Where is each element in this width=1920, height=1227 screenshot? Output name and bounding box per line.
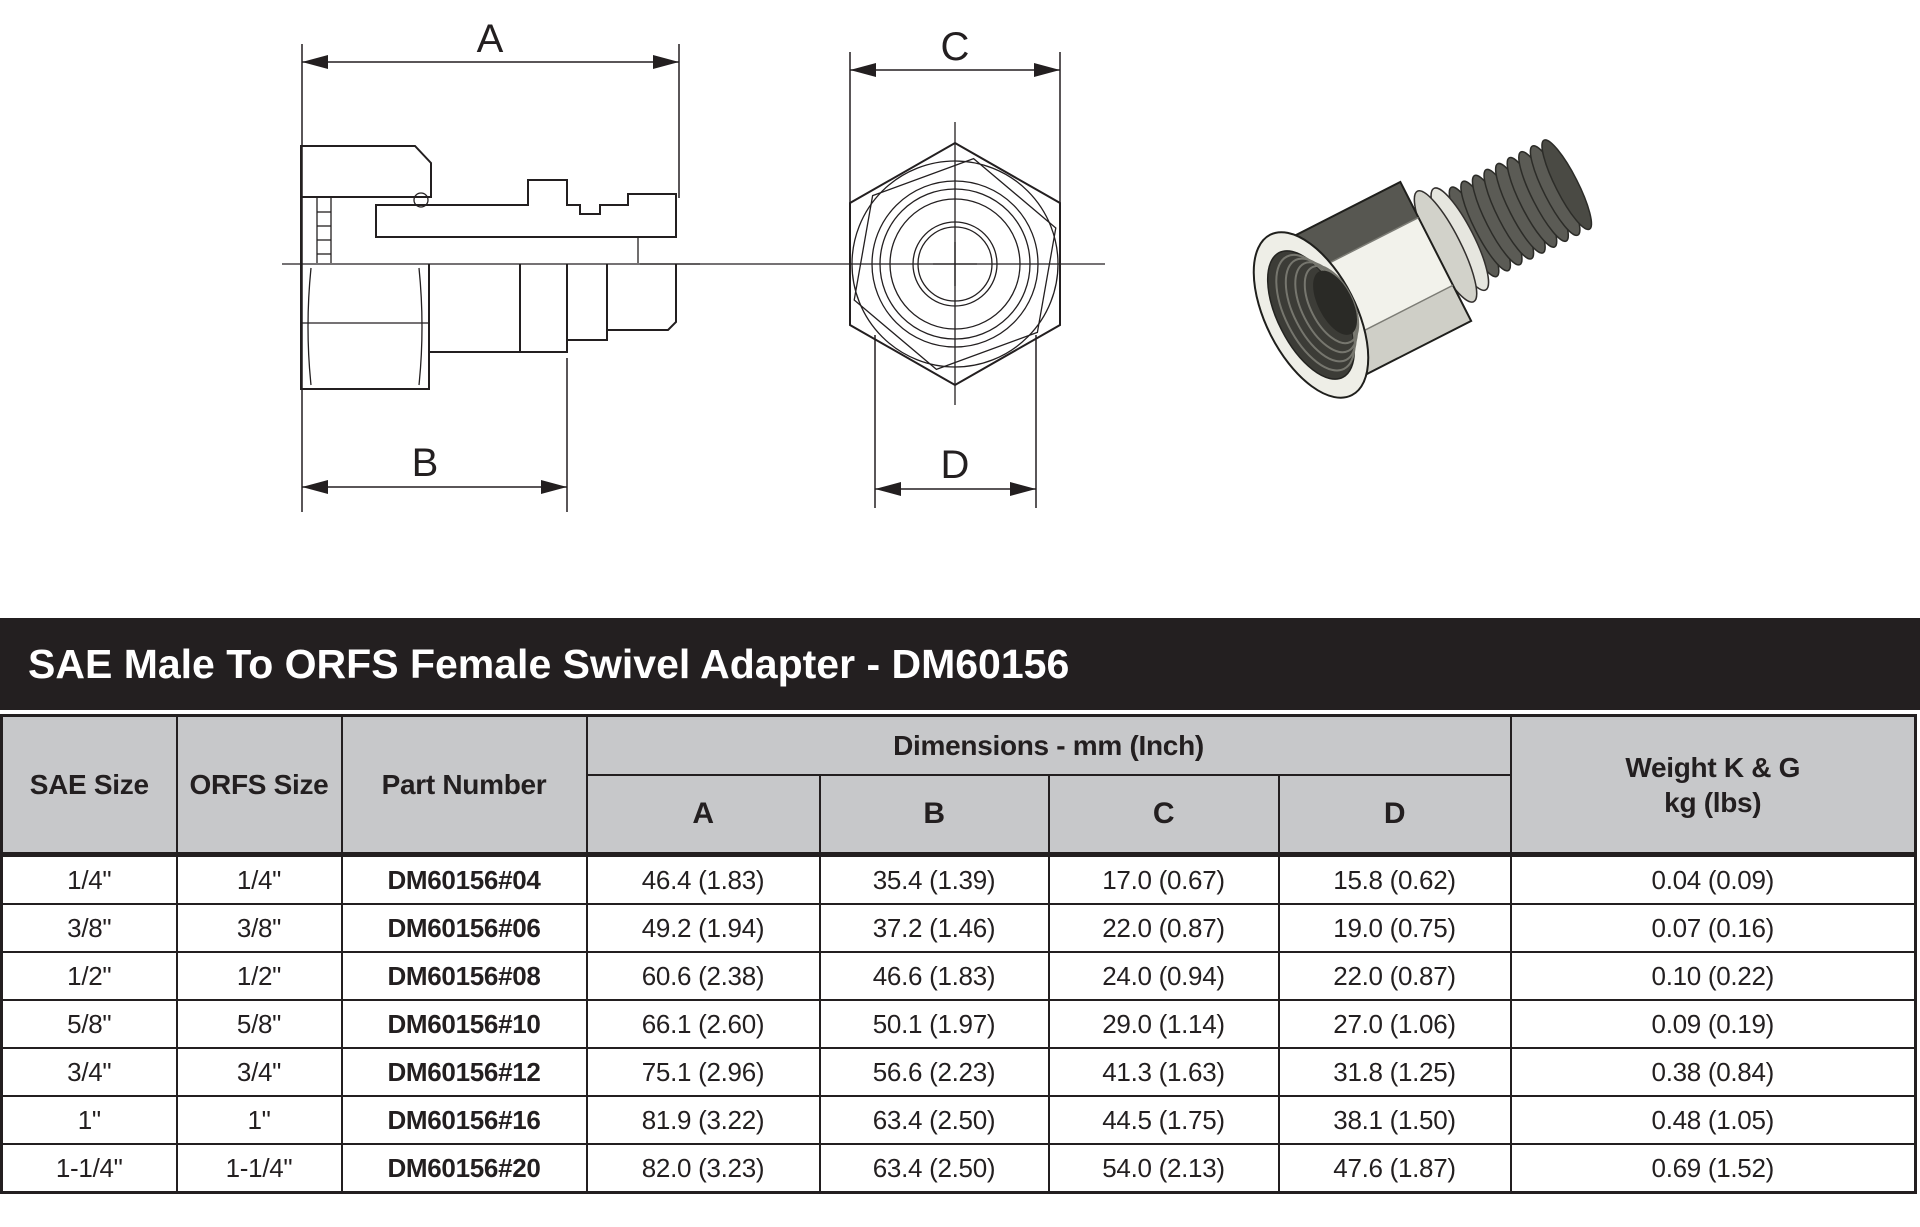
male-thread-exterior xyxy=(606,264,677,331)
cell-dim-b: 50.1 (1.97) xyxy=(818,999,1050,1049)
table-row: 3/8" 3/8" DM60156#06 49.2 (1.94) 37.2 (1… xyxy=(0,903,1917,953)
dim-label-D: D xyxy=(941,443,970,487)
title-bar: SAE Male To ORFS Female Swivel Adapter -… xyxy=(0,618,1920,710)
col-header-weight: Weight K & G kg (lbs) xyxy=(1509,714,1917,856)
cell-dim-d: 15.8 (0.62) xyxy=(1277,853,1512,905)
cell-dim-c: 22.0 (0.87) xyxy=(1047,903,1280,953)
3d-view-drawing xyxy=(1252,139,1593,399)
cell-dim-c: 24.0 (0.94) xyxy=(1047,951,1280,1001)
cell-part-number: DM60156#10 xyxy=(340,999,588,1049)
dim-label-A: A xyxy=(477,17,504,61)
cell-dim-c: 17.0 (0.67) xyxy=(1047,853,1280,905)
cell-dim-d: 38.1 (1.50) xyxy=(1277,1095,1512,1145)
col-header-part-number: Part Number xyxy=(340,714,588,856)
cell-part-number: DM60156#08 xyxy=(340,951,588,1001)
stem-section xyxy=(375,179,677,238)
dim-label-C: C xyxy=(941,25,970,69)
cell-dim-a: 81.9 (3.22) xyxy=(585,1095,821,1145)
table-row: 1-1/4" 1-1/4" DM60156#20 82.0 (3.23) 63.… xyxy=(0,1143,1917,1194)
cell-dim-a: 49.2 (1.94) xyxy=(585,903,821,953)
cell-weight: 0.10 (0.22) xyxy=(1509,951,1917,1001)
table-row: 5/8" 5/8" DM60156#10 66.1 (2.60) 50.1 (1… xyxy=(0,999,1917,1049)
cell-orfs: 5/8" xyxy=(175,999,343,1049)
cell-weight: 0.07 (0.16) xyxy=(1509,903,1917,953)
page-title: SAE Male To ORFS Female Swivel Adapter -… xyxy=(28,640,1070,687)
cell-sae: 1/2" xyxy=(0,951,178,1001)
spec-table: SAE Size ORFS Size Part Number Dimension… xyxy=(0,714,1918,1194)
weight-header-line2: kg (lbs) xyxy=(1664,786,1762,818)
cell-sae: 3/4" xyxy=(0,1047,178,1097)
cell-weight: 0.69 (1.52) xyxy=(1509,1143,1917,1194)
nut-exterior xyxy=(300,264,430,390)
sleeve-exterior xyxy=(428,264,521,353)
o-ring-section xyxy=(413,192,429,208)
cell-part-number: DM60156#16 xyxy=(340,1095,588,1145)
cell-dim-a: 46.4 (1.83) xyxy=(585,853,821,905)
collar-exterior xyxy=(519,264,568,353)
cell-dim-b: 35.4 (1.39) xyxy=(818,853,1050,905)
cell-part-number: DM60156#04 xyxy=(340,853,588,905)
cell-orfs: 3/8" xyxy=(175,903,343,953)
col-group-dimensions: Dimensions - mm (Inch) xyxy=(585,714,1512,776)
cell-dim-b: 63.4 (2.50) xyxy=(818,1095,1050,1145)
cell-dim-a: 82.0 (3.23) xyxy=(585,1143,821,1194)
cell-dim-c: 29.0 (1.14) xyxy=(1047,999,1280,1049)
cell-weight: 0.48 (1.05) xyxy=(1509,1095,1917,1145)
cell-orfs: 1/4" xyxy=(175,853,343,905)
cell-dim-d: 22.0 (0.87) xyxy=(1277,951,1512,1001)
cell-dim-c: 44.5 (1.75) xyxy=(1047,1095,1280,1145)
cell-dim-d: 31.8 (1.25) xyxy=(1277,1047,1512,1097)
cell-part-number: DM60156#20 xyxy=(340,1143,588,1194)
col-header-dim-d: D xyxy=(1277,774,1512,856)
cell-orfs: 1-1/4" xyxy=(175,1143,343,1194)
col-header-sae-size: SAE Size xyxy=(0,714,178,856)
cell-part-number: DM60156#06 xyxy=(340,903,588,953)
cell-dim-b: 46.6 (1.83) xyxy=(818,951,1050,1001)
cell-orfs: 3/4" xyxy=(175,1047,343,1097)
table-row: 3/4" 3/4" DM60156#12 75.1 (2.96) 56.6 (2… xyxy=(0,1047,1917,1097)
cell-dim-b: 56.6 (2.23) xyxy=(818,1047,1050,1097)
technical-drawings: A B xyxy=(282,17,1593,512)
cell-weight: 0.04 (0.09) xyxy=(1509,853,1917,905)
col-header-dim-a: A xyxy=(585,774,821,856)
table-row: 1/4" 1/4" DM60156#04 46.4 (1.83) 35.4 (1… xyxy=(0,853,1917,905)
cell-weight: 0.38 (0.84) xyxy=(1509,1047,1917,1097)
col-header-orfs-size: ORFS Size xyxy=(175,714,343,856)
table-row: 1" 1" DM60156#16 81.9 (3.22) 63.4 (2.50)… xyxy=(0,1095,1917,1145)
drawing-canvas: A B xyxy=(282,17,1593,512)
cell-dim-a: 75.1 (2.96) xyxy=(585,1047,821,1097)
cell-sae: 1-1/4" xyxy=(0,1143,178,1194)
side-view-drawing: A B xyxy=(282,17,700,512)
table-row: 1/2" 1/2" DM60156#08 60.6 (2.38) 46.6 (1… xyxy=(0,951,1917,1001)
cell-dim-d: 47.6 (1.87) xyxy=(1277,1143,1512,1194)
cell-dim-a: 66.1 (2.60) xyxy=(585,999,821,1049)
cell-dim-d: 19.0 (0.75) xyxy=(1277,903,1512,953)
3d-male-thread xyxy=(1448,139,1593,278)
col-header-dim-b: B xyxy=(818,774,1050,856)
cell-part-number: DM60156#12 xyxy=(340,1047,588,1097)
cell-dim-a: 60.6 (2.38) xyxy=(585,951,821,1001)
cell-sae: 5/8" xyxy=(0,999,178,1049)
cell-dim-b: 37.2 (1.46) xyxy=(818,903,1050,953)
nut-wall-section xyxy=(300,145,432,198)
inner-hexagon xyxy=(853,157,1057,371)
cell-dim-c: 41.3 (1.63) xyxy=(1047,1047,1280,1097)
cell-sae: 3/8" xyxy=(0,903,178,953)
cell-dim-b: 63.4 (2.50) xyxy=(818,1143,1050,1194)
cell-sae: 1/4" xyxy=(0,853,178,905)
weight-header-line1: Weight K & G xyxy=(1625,751,1801,783)
cell-dim-c: 54.0 (2.13) xyxy=(1047,1143,1280,1194)
cell-orfs: 1" xyxy=(175,1095,343,1145)
front-view-drawing: C D xyxy=(640,25,1105,508)
col-header-dim-c: C xyxy=(1047,774,1280,856)
cell-dim-d: 27.0 (1.06) xyxy=(1277,999,1512,1049)
dim-label-B: B xyxy=(412,441,439,485)
cell-weight: 0.09 (0.19) xyxy=(1509,999,1917,1049)
cell-sae: 1" xyxy=(0,1095,178,1145)
cell-orfs: 1/2" xyxy=(175,951,343,1001)
3d-front-face xyxy=(1252,231,1370,399)
